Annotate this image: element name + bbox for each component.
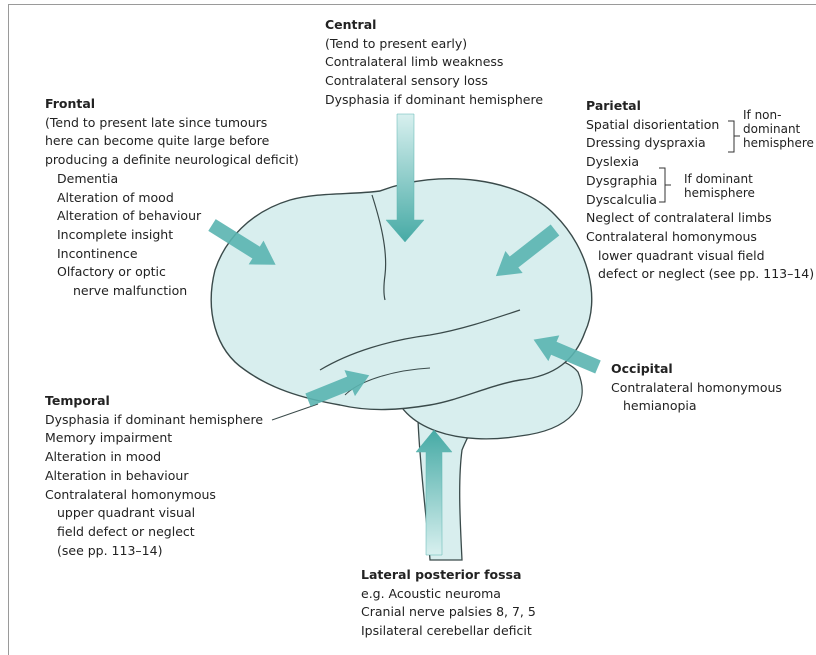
- occipital-block: Occipital Contralateral homonymous hemia…: [611, 360, 782, 416]
- parietal-line: lower quadrant visual field: [586, 247, 814, 266]
- bracket-note-line: hemisphere: [743, 136, 814, 150]
- central-arrow: [386, 114, 424, 242]
- central-line: (Tend to present early): [325, 35, 543, 54]
- temporal-block: Temporal Dysphasia if dominant hemispher…: [45, 392, 263, 560]
- parietal-line: Contralateral homonymous: [586, 228, 814, 247]
- temporal-heading: Temporal: [45, 392, 263, 411]
- occipital-line: hemianopia: [611, 397, 782, 416]
- frontal-line: Dementia: [45, 170, 299, 189]
- frontal-line: Olfactory or optic: [45, 263, 299, 282]
- temporal-line: Alteration in mood: [45, 448, 263, 467]
- temporal-line: upper quadrant visual: [45, 504, 263, 523]
- temporal-line: Contralateral homonymous: [45, 486, 263, 505]
- bracket-note-line: hemisphere: [684, 186, 755, 200]
- central-line: Contralateral sensory loss: [325, 72, 543, 91]
- frontal-line: here can become quite large before: [45, 132, 299, 151]
- parietal-bracket-note-1: If non- dominant hemisphere: [743, 108, 814, 150]
- parietal-line: defect or neglect (see pp. 113–14): [586, 265, 814, 284]
- bracket-note-line: If non-: [743, 108, 814, 122]
- fossa-line: Ipsilateral cerebellar deficit: [361, 622, 536, 641]
- occipital-line: Contralateral homonymous: [611, 379, 782, 398]
- central-heading: Central: [325, 16, 543, 35]
- fossa-block: Lateral posterior fossa e.g. Acoustic ne…: [361, 566, 536, 641]
- fossa-line: Cranial nerve palsies 8, 7, 5: [361, 603, 536, 622]
- temporal-line: field defect or neglect: [45, 523, 263, 542]
- frontal-line: producing a definite neurological defici…: [45, 151, 299, 170]
- frontal-line: nerve malfunction: [45, 282, 299, 301]
- frontal-block: Frontal (Tend to present late since tumo…: [45, 95, 299, 301]
- temporal-line: Dysphasia if dominant hemisphere: [45, 411, 263, 430]
- fossa-line: e.g. Acoustic neuroma: [361, 585, 536, 604]
- fossa-heading: Lateral posterior fossa: [361, 566, 536, 585]
- frontal-heading: Frontal: [45, 95, 299, 114]
- central-line: Contralateral limb weakness: [325, 53, 543, 72]
- frontal-line: Incomplete insight: [45, 226, 299, 245]
- frontal-line: Alteration of mood: [45, 189, 299, 208]
- frontal-line: Alteration of behaviour: [45, 207, 299, 226]
- central-line: Dysphasia if dominant hemisphere: [325, 91, 543, 110]
- parietal-line: Neglect of contralateral limbs: [586, 209, 814, 228]
- temporal-line: Alteration in behaviour: [45, 467, 263, 486]
- bracket-note-line: dominant: [743, 122, 814, 136]
- frontal-line: Incontinence: [45, 245, 299, 264]
- temporal-line: (see pp. 113–14): [45, 542, 263, 561]
- temporal-leader-line: [272, 404, 318, 420]
- occipital-heading: Occipital: [611, 360, 782, 379]
- temporal-line: Memory impairment: [45, 429, 263, 448]
- parietal-bracket-note-2: If dominant hemisphere: [684, 172, 755, 200]
- central-block: Central (Tend to present early) Contrala…: [325, 16, 543, 110]
- bracket-note-line: If dominant: [684, 172, 755, 186]
- frontal-line: (Tend to present late since tumours: [45, 114, 299, 133]
- parietal-line: Dyslexia: [586, 153, 814, 172]
